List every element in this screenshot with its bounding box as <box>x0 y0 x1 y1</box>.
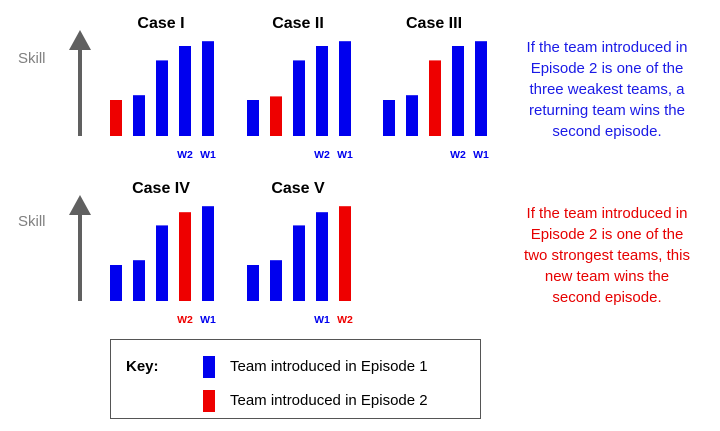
case-4-bar-2 <box>133 260 145 301</box>
case-1-bar-3 <box>156 60 168 136</box>
case-4-bar-4 <box>179 212 191 301</box>
case-2-bar-2 <box>270 96 282 136</box>
key-label-episode-2: Team introduced in Episode 2 <box>230 392 428 409</box>
case-4-bar-1 <box>110 265 122 301</box>
case-3-title: Case III <box>406 15 462 32</box>
case-2-bar-5 <box>339 41 351 137</box>
skill-label-top: Skill <box>18 50 46 67</box>
case-3-bar-3 <box>429 60 441 136</box>
new-team-note-line: If the team introduced in <box>526 205 688 222</box>
case-5-group: Case V W1 W2 <box>247 180 353 326</box>
case-5-bar-2 <box>270 260 282 301</box>
case-4-winner-label: W1 <box>200 314 216 326</box>
case-1-winner-label: W2 <box>177 149 193 161</box>
case-1-group: Case I W2 W1 <box>110 15 216 161</box>
key-swatch-episode-2 <box>203 390 215 412</box>
returning-note-line: Episode 2 is one of the <box>530 60 684 77</box>
new-team-note-line: second episode. <box>552 289 662 306</box>
case-3-bar-4 <box>452 46 464 136</box>
case-2-bar-3 <box>293 60 305 136</box>
case-2-title: Case II <box>272 15 324 32</box>
case-5-bar-5 <box>339 206 351 301</box>
case-3-winner-label: W1 <box>473 149 489 161</box>
returning-team-note: If the team introduced in Episode 2 is o… <box>500 37 714 142</box>
case-1-bar-2 <box>133 95 145 136</box>
case-5-winner-label: W2 <box>337 314 353 326</box>
new-team-note: If the team introduced in Episode 2 is o… <box>500 203 714 308</box>
case-2-bar-1 <box>247 100 259 136</box>
case-4-winner-label: W2 <box>177 314 193 326</box>
case-4-title: Case IV <box>132 180 190 197</box>
case-3-bar-5 <box>475 41 487 137</box>
case-1-bar-5 <box>202 41 214 137</box>
new-team-note-line: new team wins the <box>544 268 670 285</box>
key-swatch-episode-1 <box>203 356 215 378</box>
case-2-winner-label: W2 <box>314 149 330 161</box>
case-5-title: Case V <box>271 180 325 197</box>
new-team-note-line: two strongest teams, this <box>524 247 690 264</box>
case-4-bar-3 <box>156 225 168 301</box>
case-2-bar-4 <box>316 46 328 136</box>
returning-note-line: If the team introduced in <box>526 39 688 56</box>
case-1-title: Case I <box>137 15 184 32</box>
case-3-bar-2 <box>406 95 418 136</box>
new-team-note-line: Episode 2 is one of the <box>530 226 684 243</box>
returning-note-line: second episode. <box>552 123 662 140</box>
case-5-winner-label: W1 <box>314 314 330 326</box>
case-1-winner-label: W1 <box>200 149 216 161</box>
skill-label-bottom: Skill <box>18 213 46 230</box>
case-1-bar-4 <box>179 46 191 136</box>
skill-arrow-bottom <box>69 195 91 301</box>
case-5-bar-3 <box>293 225 305 301</box>
case-2-winner-label: W1 <box>337 149 353 161</box>
case-4-bar-5 <box>202 206 214 301</box>
key-title: Key: <box>126 358 159 375</box>
returning-note-line: three weakest teams, a <box>529 81 685 98</box>
case-4-group: Case IV W2 W1 <box>110 180 216 326</box>
case-3-bar-1 <box>383 100 395 136</box>
case-5-bar-1 <box>247 265 259 301</box>
skill-arrow-top <box>69 30 91 136</box>
returning-note-line: returning team wins the <box>529 102 685 119</box>
key-label-episode-1: Team introduced in Episode 1 <box>230 358 428 375</box>
case-5-bar-4 <box>316 212 328 301</box>
case-3-group: Case III W2 W1 <box>383 15 489 161</box>
case-2-group: Case II W2 W1 <box>247 15 353 161</box>
key-legend-box <box>110 339 481 419</box>
case-3-winner-label: W2 <box>450 149 466 161</box>
case-1-bar-1 <box>110 100 122 136</box>
